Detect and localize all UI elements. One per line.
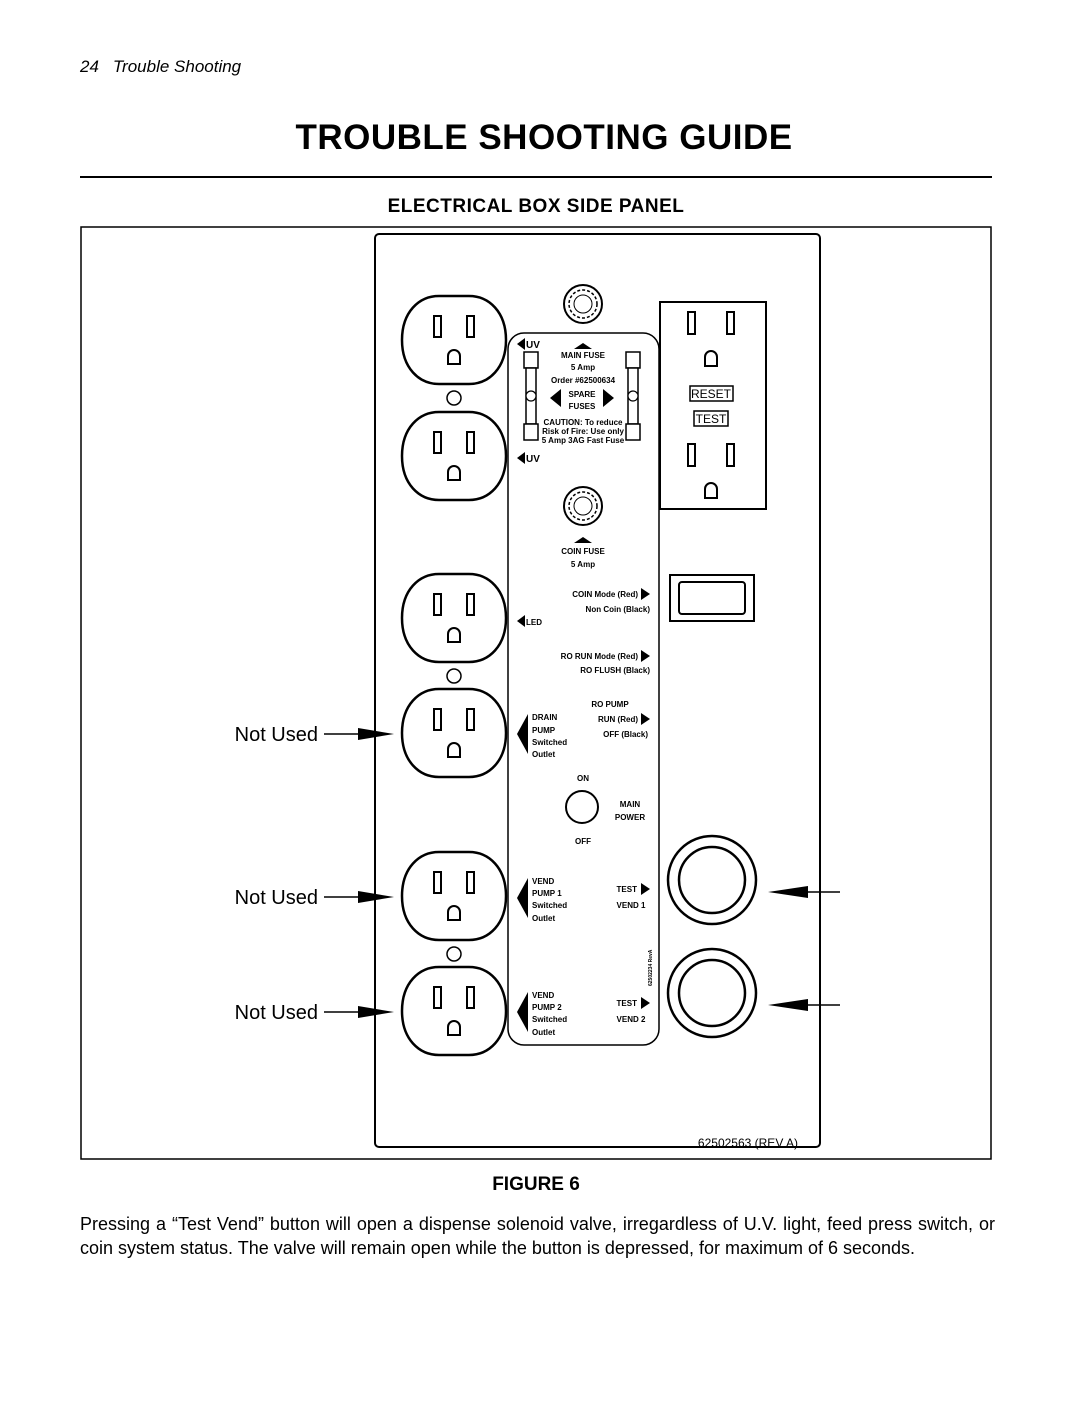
- svg-text:ON: ON: [577, 774, 589, 783]
- screw-icon: [446, 390, 462, 406]
- svg-text:DRAIN: DRAIN: [532, 713, 558, 722]
- figure-subtitle: ELECTRICAL BOX SIDE PANEL: [387, 196, 685, 217]
- main-fuse-holder: [563, 284, 603, 324]
- svg-text:Switched: Switched: [532, 901, 567, 910]
- svg-text:5 Amp: 5 Amp: [571, 560, 595, 569]
- svg-text:Risk of Fire: Use only: Risk of Fire: Use only: [542, 427, 624, 436]
- svg-text:SPARE: SPARE: [569, 390, 597, 399]
- label-strip: [507, 332, 660, 1046]
- svg-text:RO RUN Mode (Red): RO RUN Mode (Red): [561, 652, 639, 661]
- test-vend-1-button[interactable]: [666, 834, 758, 926]
- figure-electrical-panel: UV MAIN FUSE 5 Amp Order #62500634 SPARE…: [80, 226, 992, 1160]
- test-vend-2-button[interactable]: [666, 947, 758, 1039]
- screw-icon: [446, 668, 462, 684]
- svg-text:RUN (Red): RUN (Red): [598, 715, 638, 724]
- svg-text:MAIN: MAIN: [620, 800, 641, 809]
- arrow-icon: [768, 886, 840, 898]
- svg-text:RO PUMP: RO PUMP: [591, 700, 629, 709]
- svg-text:OFF (Black): OFF (Black): [603, 730, 648, 739]
- svg-text:Outlet: Outlet: [532, 750, 555, 759]
- svg-text:PUMP: PUMP: [532, 726, 556, 735]
- coin-fuse-holder: [563, 486, 603, 526]
- uv-top-label: UV: [526, 340, 540, 351]
- svg-text:OFF: OFF: [575, 837, 591, 846]
- reset-button[interactable]: [689, 385, 734, 402]
- svg-text:CAUTION: To reduce: CAUTION: To reduce: [544, 418, 624, 427]
- svg-text:FUSES: FUSES: [569, 402, 596, 411]
- gfci-outlet: RESET TEST: [659, 301, 767, 510]
- led-label: LED: [526, 618, 542, 627]
- svg-text:TEST: TEST: [617, 999, 638, 1008]
- svg-text:Switched: Switched: [532, 738, 567, 747]
- main-power-switch[interactable]: [565, 790, 599, 824]
- rocker-switch[interactable]: [669, 574, 755, 622]
- figure-caption: FIGURE 6: [492, 1174, 580, 1195]
- arrow-icon: [324, 728, 394, 740]
- svg-text:5 Amp 3AG Fast Fuse: 5 Amp 3AG Fast Fuse: [542, 436, 625, 445]
- svg-text:PUMP 2: PUMP 2: [532, 1003, 562, 1012]
- running-head: 24 Trouble Shooting: [80, 57, 241, 77]
- page-title: TROUBLE SHOOTING GUIDE: [295, 118, 793, 157]
- svg-text:62502234 RevA: 62502234 RevA: [648, 949, 654, 986]
- screw-icon: [446, 946, 462, 962]
- svg-text:PUMP 1: PUMP 1: [532, 889, 562, 898]
- test-button[interactable]: [693, 410, 729, 427]
- svg-text:MAIN FUSE: MAIN FUSE: [561, 351, 606, 360]
- duplex-outlet-top: [400, 294, 508, 502]
- duplex-outlet-bottom: [400, 850, 508, 1057]
- part-number: 62502563 (REV A): [698, 1136, 798, 1150]
- duplex-outlet-middle: [400, 572, 508, 779]
- title-rule: [80, 176, 992, 178]
- body-paragraph: Pressing a “Test Vend” button will open …: [80, 1214, 995, 1258]
- panel-diagram: UV MAIN FUSE 5 Amp Order #62500634 SPARE…: [80, 226, 992, 1160]
- arrow-icon: [324, 1006, 394, 1018]
- svg-text:Order #62500634: Order #62500634: [551, 376, 616, 385]
- svg-text:VEND 1: VEND 1: [617, 901, 646, 910]
- svg-text:Outlet: Outlet: [532, 914, 555, 923]
- svg-text:RESET: RESET: [691, 387, 732, 401]
- svg-text:POWER: POWER: [615, 813, 645, 822]
- uv-bottom-label: UV: [526, 454, 540, 465]
- svg-text:COIN Mode (Red): COIN Mode (Red): [572, 590, 638, 599]
- svg-text:RO FLUSH (Black): RO FLUSH (Black): [580, 666, 650, 675]
- svg-text:Non Coin (Black): Non Coin (Black): [586, 605, 651, 614]
- svg-text:VEND: VEND: [532, 991, 554, 1000]
- arrow-icon: [768, 999, 840, 1011]
- svg-text:TEST: TEST: [617, 885, 638, 894]
- svg-text:TEST: TEST: [696, 412, 727, 426]
- section-name: Trouble Shooting: [112, 57, 242, 76]
- not-used-label-1: Not Used: [235, 724, 318, 746]
- svg-text:VEND 2: VEND 2: [617, 1015, 646, 1024]
- not-used-label-3: Not Used: [235, 1002, 318, 1024]
- svg-text:Switched: Switched: [532, 1015, 567, 1024]
- svg-text:VEND: VEND: [532, 877, 554, 886]
- arrow-icon: [324, 891, 394, 903]
- svg-text:COIN FUSE: COIN FUSE: [561, 547, 605, 556]
- not-used-label-2: Not Used: [235, 887, 318, 909]
- page-number: 24: [80, 57, 99, 76]
- svg-text:Outlet: Outlet: [532, 1028, 555, 1037]
- svg-text:5 Amp: 5 Amp: [571, 363, 595, 372]
